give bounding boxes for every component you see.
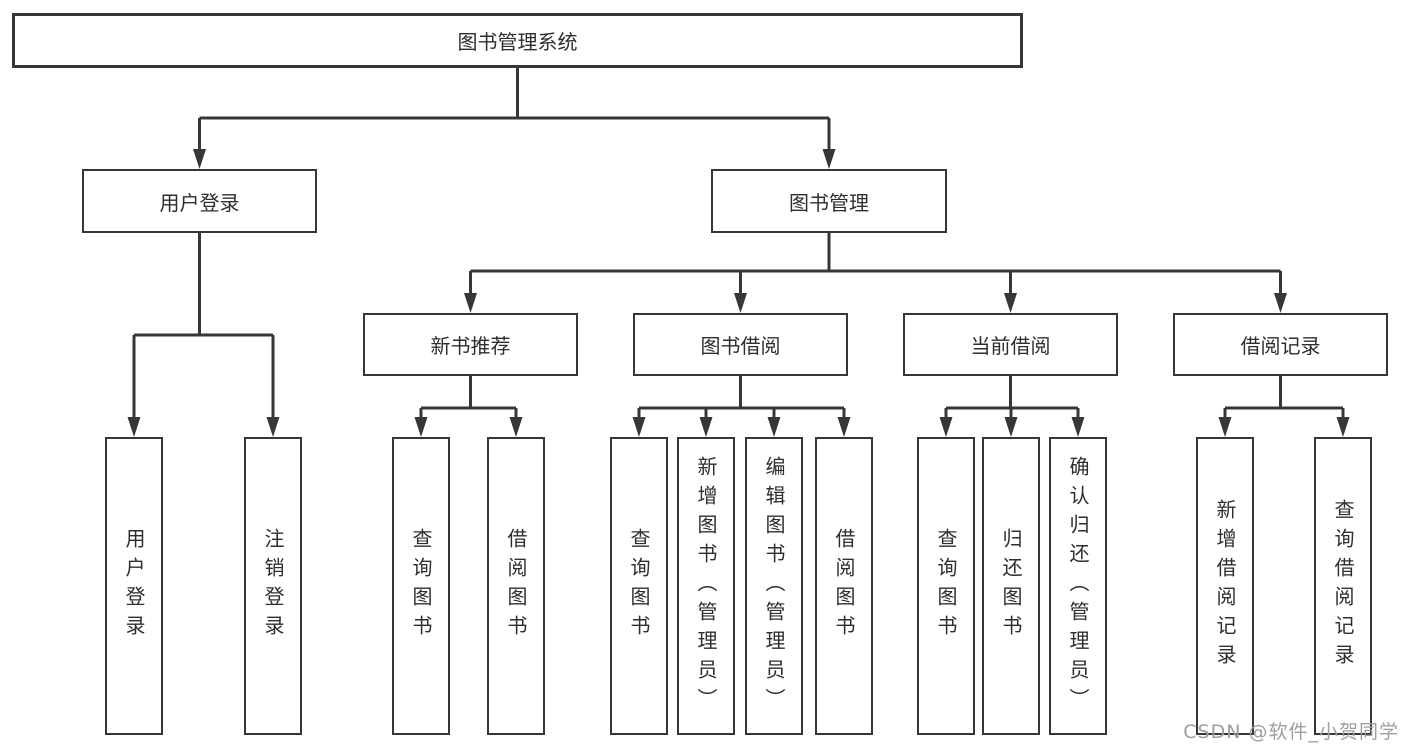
arrowhead	[1274, 293, 1287, 313]
node-label: 借阅图书	[504, 528, 528, 644]
node-label: 编辑图书（管理员）	[762, 455, 786, 717]
node-label: 借阅记录	[1240, 334, 1321, 358]
node-label: 查询图书	[409, 528, 433, 644]
connector-user-login-children	[127, 233, 280, 437]
node-label: 新书推荐	[430, 334, 511, 358]
node-label: 图书管理	[789, 190, 869, 215]
node-label: 查询图书	[934, 528, 958, 644]
arrowhead	[193, 149, 206, 169]
arrowhead	[1004, 417, 1018, 437]
connector-borrow-records-children	[1218, 376, 1350, 437]
node-label: 查询图书	[627, 528, 651, 644]
node-root-system: 图书管理系统	[12, 13, 1023, 68]
leaf-query-borrow-record: 查询借阅记录	[1314, 437, 1372, 735]
node-label: 当前借阅	[970, 334, 1051, 358]
node-user-login: 用户登录	[82, 169, 317, 233]
node-label: 注销登录	[261, 528, 285, 644]
node-label: 用户登录	[122, 528, 146, 644]
node-current-borrow: 当前借阅	[903, 313, 1118, 376]
node-label: 图书管理系统	[457, 30, 578, 54]
csdn-watermark: CSDN @软件_小贺同学	[1183, 721, 1399, 743]
arrowhead	[1218, 417, 1232, 437]
node-label: 借阅图书	[832, 528, 856, 644]
leaf-edit-books-admin: 编辑图书（管理员）	[745, 437, 803, 735]
leaf-user-login: 用户登录	[105, 437, 163, 735]
node-label: 确认归还（管理员）	[1066, 455, 1090, 717]
node-label: 新增借阅记录	[1213, 499, 1237, 673]
node-label: 新增图书（管理员）	[694, 455, 718, 717]
node-new-book-recommend: 新书推荐	[363, 313, 578, 376]
arrowhead	[734, 293, 747, 313]
leaf-borrow-books-1: 借阅图书	[487, 437, 545, 735]
node-borrow-records: 借阅记录	[1173, 313, 1388, 376]
leaf-query-books-2: 查询图书	[610, 437, 668, 735]
node-label: 用户登录	[159, 190, 240, 215]
arrowhead	[266, 417, 280, 437]
connector-current-borrow-children	[939, 376, 1085, 437]
leaf-confirm-return-admin: 确认归还（管理员）	[1049, 437, 1107, 735]
arrowhead	[127, 417, 141, 437]
leaf-add-borrow-record: 新增借阅记录	[1196, 437, 1254, 735]
arrowhead	[822, 149, 836, 169]
arrowhead	[767, 417, 781, 437]
leaf-query-books-3: 查询图书	[917, 437, 975, 735]
node-book-management: 图书管理	[711, 169, 947, 233]
leaf-add-books-admin: 新增图书（管理员）	[677, 437, 735, 735]
leaf-return-books: 归还图书	[982, 437, 1040, 735]
node-label: 归还图书	[999, 528, 1023, 644]
connector-book-mgmt-to-level3	[464, 233, 1287, 313]
node-label: 查询借阅记录	[1331, 499, 1355, 673]
leaf-borrow-books-2: 借阅图书	[815, 437, 873, 735]
leaf-logout: 注销登录	[244, 437, 302, 735]
arrowhead	[939, 417, 953, 437]
arrowhead	[1071, 417, 1085, 437]
node-label: 图书借阅	[700, 334, 781, 358]
arrowhead	[1336, 417, 1350, 437]
connector-root-to-level2	[193, 68, 836, 169]
arrowhead	[837, 417, 851, 437]
arrowhead	[632, 417, 646, 437]
arrowhead	[1004, 293, 1017, 313]
connector-book-borrow-children	[632, 376, 851, 437]
node-book-borrow: 图书借阅	[633, 313, 848, 376]
arrowhead	[699, 417, 713, 437]
arrowhead	[464, 293, 477, 313]
arrowhead	[509, 417, 523, 437]
arrowhead	[414, 417, 428, 437]
connector-new-book-children	[414, 376, 523, 437]
leaf-query-books-1: 查询图书	[392, 437, 450, 735]
